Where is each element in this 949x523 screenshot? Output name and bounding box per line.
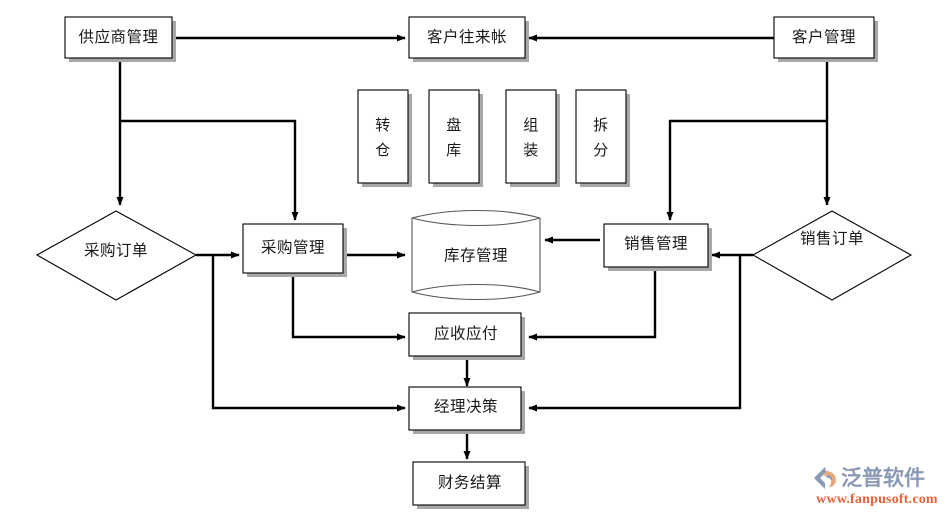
- node-transfer-warehouse[interactable]: 转 仓: [357, 89, 412, 187]
- node-label-stocktaking-char1: 盘: [446, 116, 462, 134]
- node-stocktaking[interactable]: 盘 库: [428, 89, 483, 187]
- node-label-transfer-warehouse-char1: 转: [375, 117, 391, 134]
- node-customer-mgmt[interactable]: 客户管理: [773, 16, 878, 62]
- node-disassembly[interactable]: 拆 分: [575, 89, 630, 187]
- node-label-financial-settlement: 财务结算: [438, 473, 502, 492]
- connector-customer-to-sales-mgmt: [666, 119, 827, 221]
- node-label-disassembly-char2: 分: [593, 142, 609, 159]
- node-label-purchase-order: 采购订单: [84, 242, 148, 260]
- node-label-manager-decision: 经理决策: [434, 398, 498, 416]
- node-receivable-payable[interactable]: 应收应付: [408, 312, 525, 360]
- node-financial-settlement[interactable]: 财务结算: [412, 461, 529, 509]
- node-sales-mgmt[interactable]: 销售管理: [603, 223, 712, 271]
- node-label-sales-order: 销售订单: [800, 230, 864, 248]
- node-purchase-order[interactable]: 采购订单: [35, 210, 198, 301]
- node-label-sales-mgmt: 销售管理: [624, 235, 688, 253]
- connector-purchase-order-to-manager: [211, 255, 406, 412]
- connector-sales-mgmt-to-receivable: [528, 263, 657, 341]
- node-label-receivable-payable: 应收应付: [434, 324, 498, 343]
- node-label-purchase-mgmt: 采购管理: [261, 239, 325, 257]
- connector-supplier-to-purchase-mgmt: [120, 119, 299, 221]
- node-purchase-mgmt[interactable]: 采购管理: [242, 223, 347, 277]
- node-label-stocktaking-char2: 库: [446, 142, 462, 159]
- node-label-customer-mgmt: 客户管理: [792, 28, 856, 46]
- node-label-disassembly-char1: 拆: [593, 117, 609, 134]
- node-inventory-mgmt[interactable]: 库存管理: [411, 209, 541, 301]
- node-label-assembly-char1: 组: [523, 117, 539, 134]
- node-sales-order[interactable]: 销售订单: [751, 210, 913, 301]
- node-assembly[interactable]: 组 装: [505, 89, 560, 187]
- node-label-inventory-mgmt: 库存管理: [444, 247, 508, 265]
- node-label-supplier-mgmt: 供应商管理: [78, 27, 158, 46]
- node-label-assembly-char2: 装: [523, 142, 539, 159]
- node-customer-ledger[interactable]: 客户往来帐: [408, 16, 529, 62]
- node-supplier-mgmt[interactable]: 供应商管理: [64, 16, 176, 62]
- node-label-customer-ledger: 客户往来帐: [427, 28, 507, 46]
- connector-sales-order-to-manager: [528, 255, 742, 412]
- connector-purchase-mgmt-to-receivable: [291, 277, 406, 341]
- node-label-transfer-warehouse-char2: 仓: [375, 142, 391, 159]
- node-manager-decision[interactable]: 经理决策: [408, 386, 525, 434]
